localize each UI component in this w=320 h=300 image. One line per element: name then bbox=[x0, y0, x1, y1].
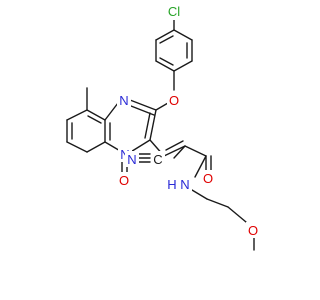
bond bbox=[184, 145, 207, 157]
bond bbox=[206, 198, 229, 208]
amide-oxygen-atom-label: O bbox=[203, 171, 213, 186]
bond bbox=[173, 29, 193, 41]
bond bbox=[144, 112, 151, 139]
bond bbox=[155, 29, 175, 41]
bond-layer bbox=[66, 19, 255, 251]
bond bbox=[165, 140, 184, 151]
amide-nitrogen-atom-label: N bbox=[180, 177, 189, 192]
chlorine-atom-label: Cl bbox=[168, 4, 180, 19]
bond bbox=[163, 145, 186, 157]
bond bbox=[128, 139, 151, 154]
bond bbox=[155, 102, 169, 111]
bond bbox=[155, 60, 175, 72]
bond bbox=[227, 206, 247, 223]
bond bbox=[149, 109, 157, 141]
bond bbox=[66, 141, 88, 153]
molecule-diagram: Cl O N N O N C O N H O bbox=[66, 4, 260, 251]
bond bbox=[173, 145, 186, 159]
ring-nitrogen-top-atom-label: N bbox=[119, 93, 128, 108]
ring-carbonyl-oxygen-atom-label: O bbox=[119, 173, 129, 188]
bond bbox=[66, 109, 88, 121]
bond bbox=[87, 115, 102, 124]
atom-label-layer: Cl O N N O N C O N H O bbox=[117, 4, 260, 238]
bond bbox=[104, 102, 119, 121]
bond bbox=[86, 141, 106, 153]
methoxy-oxygen-atom-label: O bbox=[248, 223, 258, 238]
bond bbox=[159, 35, 174, 44]
bond bbox=[86, 109, 106, 121]
nitrile-nitrogen-atom-label: N bbox=[127, 152, 136, 167]
nitrile-carbon-atom-label: C bbox=[153, 152, 162, 167]
ether-oxygen-atom-label: O bbox=[169, 93, 179, 108]
bond bbox=[129, 99, 157, 111]
amide-hydrogen-atom-label: H bbox=[167, 177, 176, 192]
structure-canvas: Cl O N N O N C O N H O bbox=[66, 4, 260, 251]
bond bbox=[173, 60, 193, 72]
bond bbox=[194, 155, 207, 178]
bond bbox=[159, 57, 174, 66]
